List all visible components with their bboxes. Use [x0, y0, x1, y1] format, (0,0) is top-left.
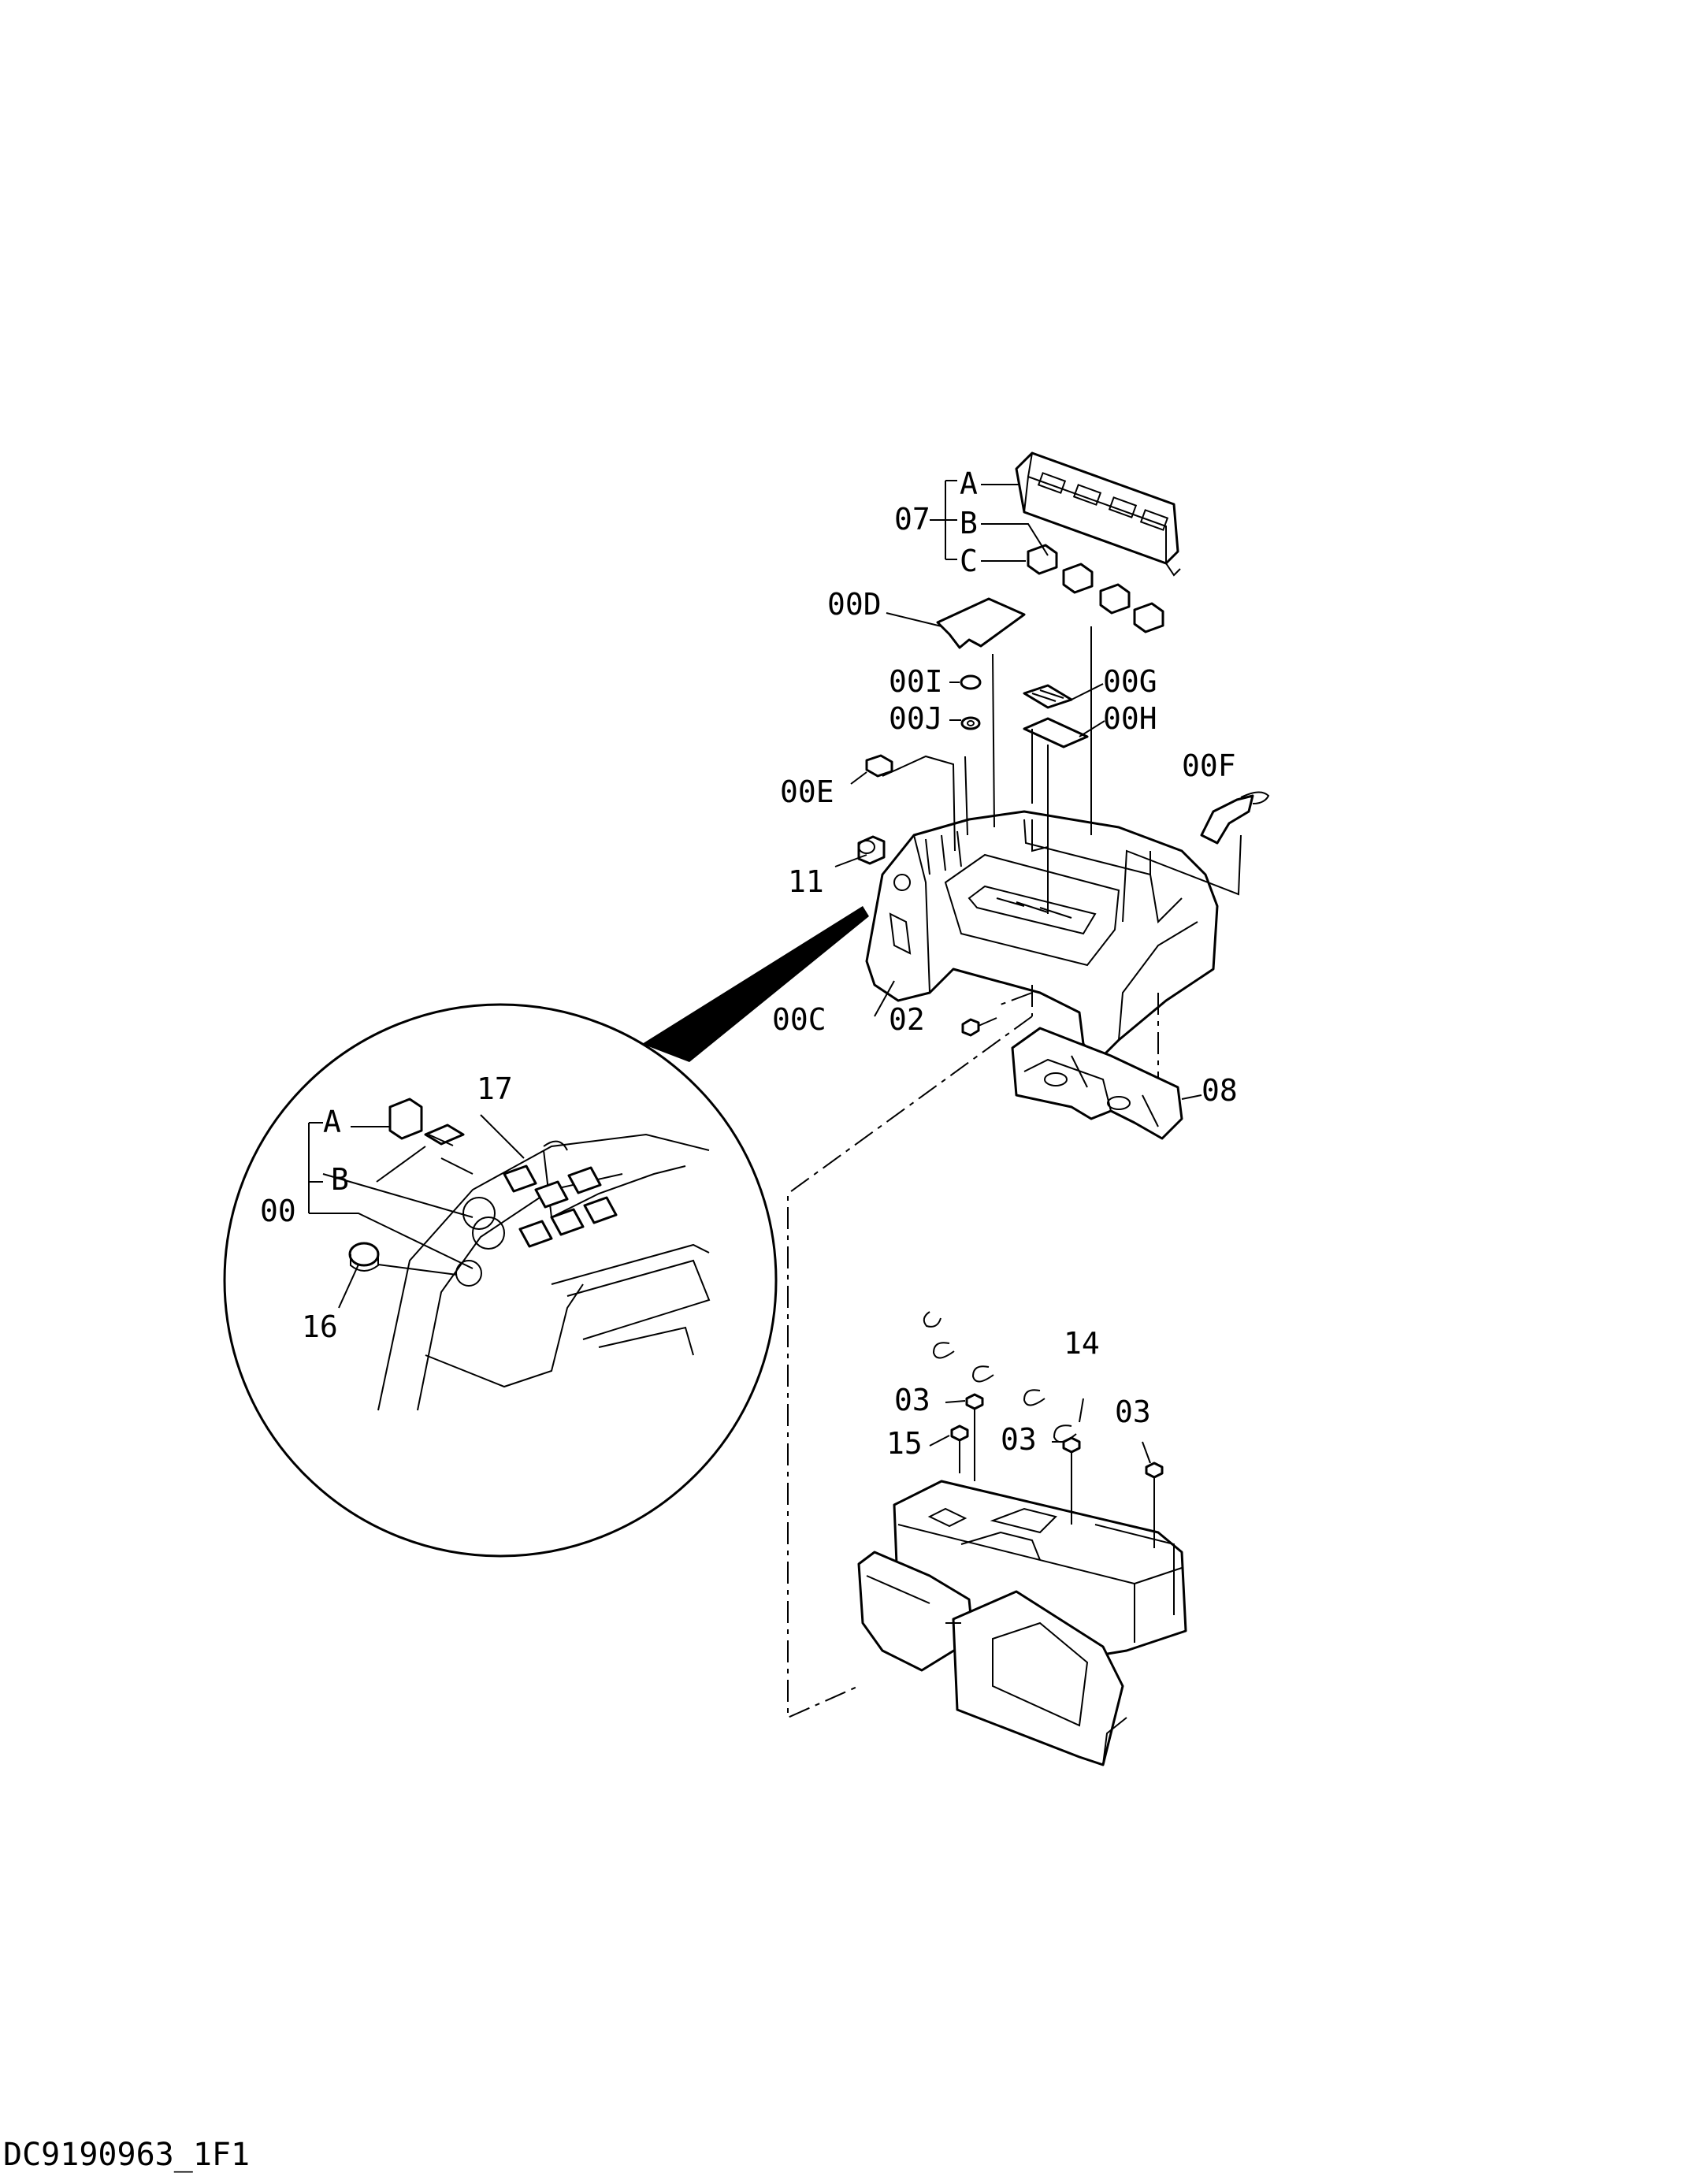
callout-11: 11 [788, 864, 824, 899]
callout-07: 07 [894, 502, 930, 537]
callout-07-C: C [960, 544, 978, 578]
callout-02: 02 [889, 1002, 925, 1037]
console-housing-00C [865, 810, 1219, 1061]
bolts-03-15 [929, 1393, 1164, 1548]
callout-A: A [323, 1105, 341, 1139]
callout-00F: 00F [1182, 748, 1236, 783]
assembly-lines [787, 626, 1242, 1719]
callout-16: 16 [302, 1309, 338, 1344]
callout-B: B [331, 1162, 349, 1197]
callout-03-c: 03 [1115, 1395, 1151, 1429]
callout-00G: 00G [1103, 664, 1157, 699]
cover-00D [886, 597, 1026, 649]
tab-00E [850, 754, 893, 785]
detail-view [223, 906, 869, 1558]
callout-labels: 07 A B C 00D 00I 00J 00G 00H 00E 00F 11 … [260, 466, 1238, 1461]
callout-07-A: A [960, 466, 978, 501]
callout-17: 17 [477, 1072, 513, 1106]
callout-03-a: 03 [894, 1383, 930, 1417]
callout-00C: 00C [772, 1002, 826, 1037]
callout-00: 00 [260, 1194, 296, 1228]
screw-02 [961, 1017, 997, 1037]
callout-15: 15 [886, 1426, 923, 1461]
small-parts-00I-00J [949, 674, 982, 730]
bracket-07 [930, 480, 1049, 562]
switch-panel-07 [1015, 451, 1181, 577]
callout-00I: 00I [889, 664, 943, 699]
trim-00F [1200, 791, 1270, 845]
switch-buttons [1027, 544, 1164, 633]
callout-00H: 00H [1103, 701, 1157, 736]
document-id: DC9190963_1F1 [3, 2137, 251, 2173]
callout-08: 08 [1201, 1073, 1238, 1108]
bracket-08 [1011, 1027, 1202, 1140]
callout-07-B: B [960, 506, 978, 540]
knob-11 [834, 835, 886, 867]
leader-00C [874, 980, 895, 1017]
callout-14: 14 [1064, 1326, 1100, 1361]
callout-00J: 00J [889, 701, 943, 736]
floor-frame [857, 1480, 1187, 1766]
callout-03-b: 03 [1001, 1422, 1037, 1457]
callout-00D: 00D [827, 587, 882, 622]
label-plates-00G-00H [1023, 683, 1105, 748]
callout-00E: 00E [780, 774, 834, 809]
